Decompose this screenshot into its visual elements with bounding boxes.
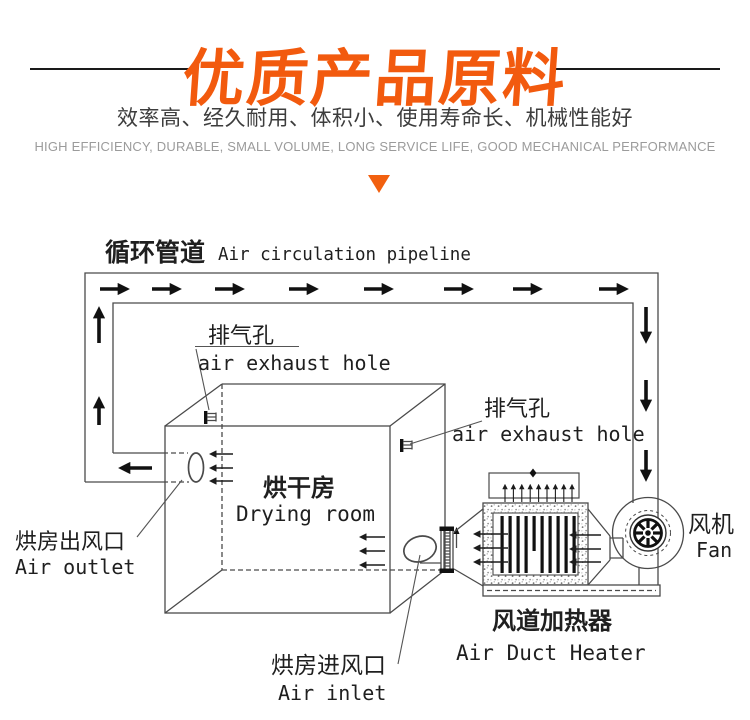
heater-fan-adapter xyxy=(587,508,624,586)
header-subtitle: 效率高、经久耐用、体积小、使用寿命长、机械性能好 xyxy=(117,107,633,130)
label-outlet-zh: 烘房出风口 xyxy=(15,529,125,554)
decor-line-left xyxy=(30,68,195,70)
inlet-air-arrows xyxy=(359,533,385,569)
inlet-leader xyxy=(397,554,421,665)
drying-room-box xyxy=(164,383,446,614)
fan-casing xyxy=(611,496,685,570)
label-room-en: Drying room xyxy=(236,502,375,526)
heater-body xyxy=(482,502,589,586)
label-fan-en: Fan xyxy=(696,538,732,562)
exhaust-fitting-2 xyxy=(400,439,413,452)
exhaust1-leader xyxy=(195,348,210,411)
fan-unit xyxy=(611,496,685,585)
exhaust-fitting-1 xyxy=(204,411,217,424)
heating-elements xyxy=(500,516,576,573)
outlet-pipe-opening xyxy=(187,452,205,483)
label-heater-zh: 风道加热器 xyxy=(492,607,613,635)
hood-up-arrows xyxy=(502,483,575,502)
equipment-base xyxy=(482,584,661,597)
exhaust2-leader xyxy=(409,420,483,445)
label-exhaust1-zh: 排气孔 xyxy=(208,323,274,348)
pipeline-duct xyxy=(84,272,659,585)
label-exhaust2-zh: 排气孔 xyxy=(484,396,550,421)
heater-air-arrows xyxy=(473,530,601,566)
down-triangle-icon xyxy=(368,175,390,193)
decor-line-right xyxy=(555,68,720,70)
heater-exhaust-hood xyxy=(488,468,580,502)
label-inlet-en: Air inlet xyxy=(278,681,386,705)
header-subtitle-en: HIGH EFFICIENCY, DURABLE, SMALL VOLUME, … xyxy=(34,139,716,154)
hood-top-marker-icon xyxy=(529,468,537,478)
leader-lines xyxy=(136,345,483,665)
diagram-title-zh: 循环管道 xyxy=(105,238,205,267)
label-exhaust2-en: air exhaust hole xyxy=(452,422,645,446)
inlet-funnel xyxy=(453,508,484,587)
outlet-air-arrows xyxy=(209,450,233,485)
label-exhaust1-en: air exhaust hole xyxy=(198,351,391,375)
diagram-title-en: Air circulation pipeline xyxy=(218,245,471,265)
outlet-leader xyxy=(136,479,183,538)
label-outlet-en: Air outlet xyxy=(15,555,135,579)
inlet-pipe xyxy=(402,535,441,564)
label-fan-zh: 风机 xyxy=(688,511,734,537)
label-inlet-zh: 烘房进风口 xyxy=(271,652,386,678)
fan-impeller-icon xyxy=(625,510,671,556)
label-heater-en: Air Duct Heater xyxy=(456,641,646,665)
label-room-zh: 烘干房 xyxy=(263,474,335,502)
flow-arrows xyxy=(92,282,653,482)
inlet-flange-connector xyxy=(439,526,460,573)
